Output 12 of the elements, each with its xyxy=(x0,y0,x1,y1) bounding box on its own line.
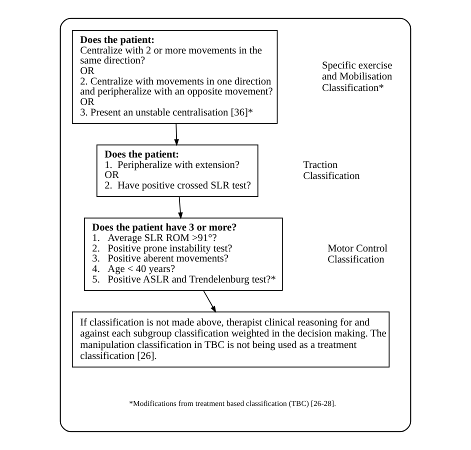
node-box: If classification is not made above, therapist clinical reasoning for and against each subgroup classification weighted in the decision making. The manipulation classification in TBC is not being used as a treatment classification [26]. xyxy=(72,312,390,368)
arrow xyxy=(203,290,216,313)
node-box: Does the patient: Centralize with 2 or more movements in the same direction? OR 2. Centralize with movements in one direction and peripheralize with an opposite movement? OR 3. Present an unstable centralisation [36]* xyxy=(72,30,278,124)
cluster xyxy=(60,18,412,432)
label: Motor Control Classification xyxy=(328,243,388,266)
label: Traction Classification xyxy=(303,160,360,182)
arrow xyxy=(178,196,183,220)
arrow xyxy=(174,123,179,146)
label: Specific exercise and Mobilisation Classification* xyxy=(322,60,392,94)
node-box: Does the patient: 1. Peripheralize with extension? OR 2. Have positive crossed SLR test? xyxy=(96,144,258,198)
label: *Modifications from treatment based classification (TBC) [26-28]. xyxy=(129,398,336,408)
node-box: Does the patient have 3 or more? 1. Average SLR ROM >91°? 2. Positive prone instability test? 3. Positive aberent movements? 4. Age < 40 years? 5. Positive ASLR and Trendelenburg test?* xyxy=(84,218,283,291)
